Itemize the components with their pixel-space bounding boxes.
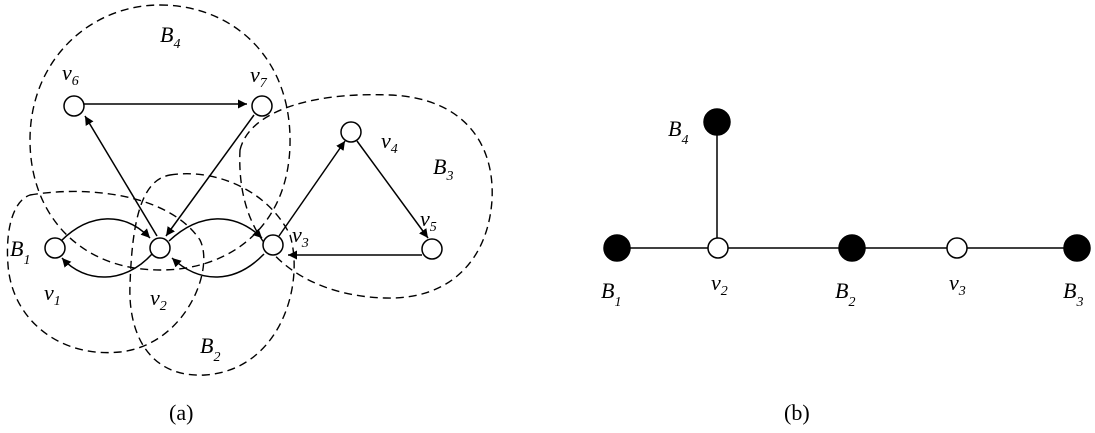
block-region-b4 [29, 4, 291, 271]
caption-a: (a) [169, 400, 193, 425]
vertex-v2 [149, 237, 171, 259]
label-b2-b: B2 [835, 278, 855, 310]
label-b3-b: B3 [1063, 278, 1083, 310]
edge-v3-v2 [171, 253, 265, 278]
label-v3: v3 [292, 222, 309, 251]
vertex-v1 [44, 237, 66, 259]
vertex-v5 [421, 238, 443, 260]
vertex-v3 [262, 234, 284, 256]
edge-v2-v1 [61, 253, 153, 278]
label-v4: v4 [381, 128, 398, 157]
diagram-b: B4 B1 v2 B2 v3 B3 (b) [601, 108, 1091, 425]
node-b3 [1063, 234, 1091, 262]
label-b1-b: B1 [601, 278, 621, 310]
label-v3-b: v3 [949, 270, 966, 299]
block-region-b1 [6, 190, 205, 354]
label-v1: v1 [44, 280, 61, 309]
edge-v4-v5 [356, 140, 429, 239]
label-v2-b: v2 [711, 270, 728, 299]
label-v6: v6 [62, 60, 79, 89]
label-b1: B1 [10, 236, 30, 268]
vertex-v7 [251, 95, 273, 117]
vertex-v6 [63, 95, 85, 117]
label-b4: B4 [160, 22, 180, 52]
edge-v2-v3 [168, 218, 263, 242]
node-b1 [603, 234, 631, 262]
label-v7: v7 [250, 62, 268, 91]
edge-v1-v2 [60, 218, 151, 242]
diagram-a: B4 v6 v7 v4 B3 v5 v3 B1 v1 v2 B2 (a) [6, 4, 493, 425]
node-b4 [703, 108, 731, 136]
block-region-b3 [239, 93, 493, 299]
vertex-v4 [340, 121, 362, 143]
label-b4-b: B4 [668, 116, 688, 148]
edge-v7-v2 [165, 114, 255, 237]
label-b2: B2 [200, 333, 220, 365]
node-b2 [838, 234, 866, 262]
label-v5: v5 [420, 206, 437, 235]
label-v2: v2 [150, 285, 167, 314]
edge-v2-v6 [84, 115, 158, 237]
node-v3 [946, 237, 968, 259]
label-b3: B3 [433, 154, 453, 184]
caption-b: (b) [784, 400, 810, 425]
node-v2 [707, 237, 729, 259]
edge-v3-v4 [278, 140, 346, 237]
